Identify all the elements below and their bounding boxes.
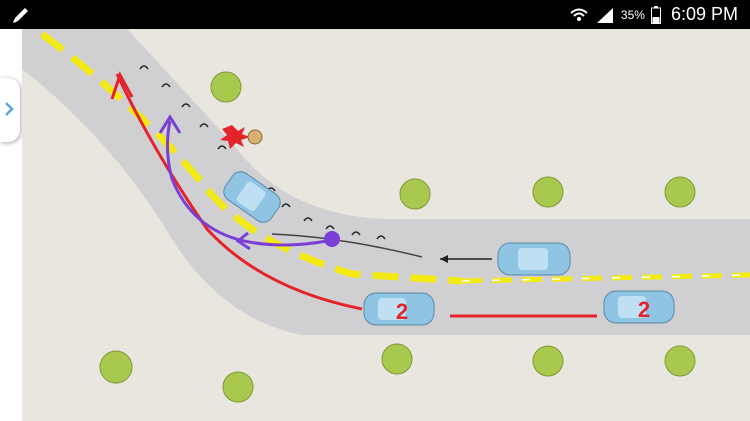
car-label: 2 [638,297,650,322]
purple-start-dot [324,231,340,247]
status-bar: 35% 6:09 PM [0,0,750,29]
road-diagram: 2 2 [22,29,750,421]
direction-arrow-head [440,255,448,263]
clock: 6:09 PM [670,4,738,24]
edit-icon[interactable] [10,4,32,26]
center-line-white [461,274,750,282]
purple-path [165,120,328,247]
red-arrow-head [110,71,134,100]
squiggle-marks [139,65,386,240]
tree [99,71,696,403]
wifi-icon [570,8,588,21]
center-line [39,31,463,285]
side-panel-tab[interactable] [0,78,20,142]
purple-arrow-head [158,114,182,134]
car-2-right: 2 [603,290,675,324]
chevron-right-icon [5,102,14,116]
signal-icon [596,7,613,23]
battery-percent: 35% [620,7,645,22]
collision-star-icon [220,125,250,149]
direction-arrow [271,233,423,258]
purple-arrow-head-lower [235,231,251,251]
battery-icon [650,5,661,24]
car-approaching [497,242,571,276]
car-label: 2 [396,299,408,324]
red-path [115,73,363,311]
car-turning [223,171,281,223]
person-icon [247,129,263,145]
car-2-left: 2 [363,292,435,326]
status-icons: 35% 6:09 PM [569,0,738,29]
